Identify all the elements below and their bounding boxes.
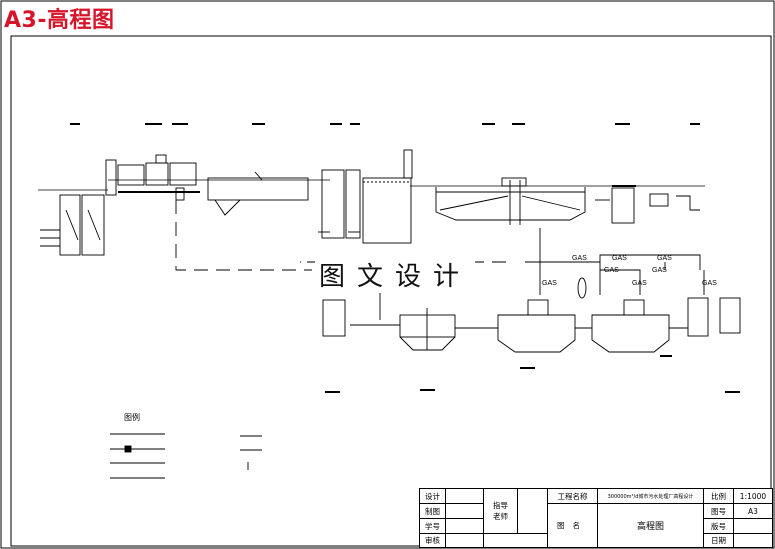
grit-chamber	[117, 154, 309, 216]
gas-label: GAS	[542, 280, 557, 287]
drawing-name-label: 图名	[548, 504, 598, 547]
gas-label: GAS	[632, 280, 647, 287]
disinfection-tank	[611, 185, 700, 224]
date-label: 日期	[704, 534, 734, 547]
date-value	[734, 534, 772, 547]
advisor-label: 指导老师	[484, 489, 518, 534]
student-no-label: 学号	[420, 519, 446, 534]
page-heading: A3-高程图	[4, 8, 115, 33]
legend-title: 图例	[124, 412, 140, 422]
student-no-value	[446, 519, 484, 534]
lower-markers	[325, 355, 740, 393]
water-surface-lines	[38, 179, 705, 191]
gas-label: GAS	[702, 280, 717, 287]
scale-label: 比例	[704, 489, 734, 504]
pump-station	[40, 159, 117, 256]
gas-label: GAS	[657, 255, 672, 262]
gas-label: GAS	[652, 267, 667, 274]
drawing-no-label: 图号	[704, 504, 734, 519]
drawing-no-value: A3	[734, 504, 772, 519]
draw-value	[446, 504, 484, 519]
outer-frame	[10, 35, 772, 547]
review-value	[446, 534, 484, 547]
secondary-clarifier	[435, 177, 610, 225]
gas-pipes	[539, 254, 705, 295]
design-value	[446, 489, 484, 504]
scale-value: 1:1000	[734, 489, 772, 504]
gas-label: GAS	[572, 255, 587, 262]
drawing-name: 高程图	[598, 504, 704, 547]
primary-tanks	[318, 149, 413, 244]
advisor-value-top	[518, 489, 548, 534]
gas-label: GAS	[612, 255, 627, 262]
gas-labels: GAS GAS GAS GAS GAS GAS GAS GAS	[542, 255, 717, 287]
sludge-pipe	[175, 200, 560, 320]
advisor-spacer	[484, 534, 548, 547]
draw-label: 制图	[420, 504, 446, 519]
legend	[110, 433, 262, 479]
sludge-treatment	[322, 277, 741, 353]
review-label: 审核	[420, 534, 446, 547]
version-value	[734, 519, 772, 534]
project-name: 300000m³/d城市污水处理厂高程设计	[598, 489, 704, 504]
design-label: 设计	[420, 489, 446, 504]
title-block: 设计 制图 学号 审核 指导老师 工程名称 300000m³/d城市污水处理厂高…	[419, 488, 773, 548]
gas-label: GAS	[604, 267, 619, 274]
version-label: 版号	[704, 519, 734, 534]
watermark: 图文设计	[315, 256, 476, 293]
project-name-label: 工程名称	[548, 489, 598, 504]
